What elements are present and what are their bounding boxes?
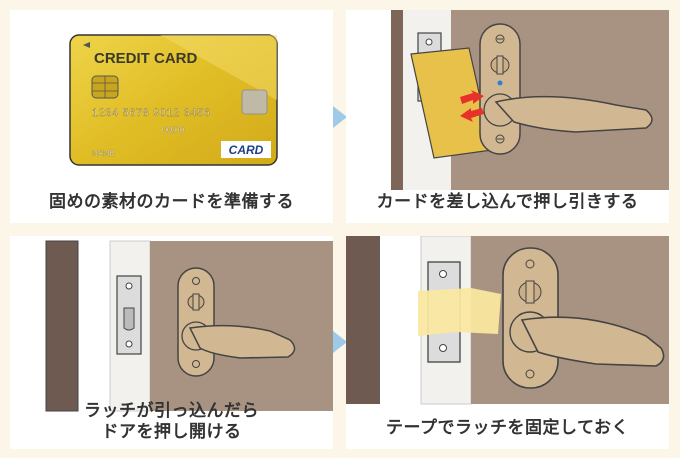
step-4-caption: テープでラッチを固定しておく [386,418,629,438]
step-3-caption-line-1: ラッチが引っ込んだら [84,401,259,421]
credit-card-illustration: CREDIT CARD 1234 5678 9012 3456 00/00 NA… [69,34,278,166]
step-4-panel: テープでラッチを固定しておく [346,236,669,449]
tape-latch-illustration [346,236,669,405]
step-2-caption: カードを差し込んで押し引きする [376,192,639,212]
step-2-panel: カードを差し込んで押し引きする [346,10,669,223]
step-1-caption: 固めの素材のカードを準備する [49,192,294,212]
insert-card-illustration [346,10,669,190]
card-brand-text: CREDIT CARD [94,50,197,67]
card-number-text: 1234 5678 9012 3456 [92,107,210,119]
next-step-arrow-icon [333,331,347,353]
latch-retracted-illustration [45,240,333,412]
step-3-caption-line-2: ドアを押し開ける [101,422,242,442]
card-logo-text: CARD [229,143,264,157]
card-expiry-text: 00/00 [162,125,185,135]
step-1-panel: CREDIT CARD 1234 5678 9012 3456 00/00 NA… [10,10,333,223]
card-name-text: NAME [92,149,115,158]
step-3-panel: ラッチが引っ込んだら ドアを押し開ける [10,236,333,449]
next-step-arrow-icon [333,106,347,128]
